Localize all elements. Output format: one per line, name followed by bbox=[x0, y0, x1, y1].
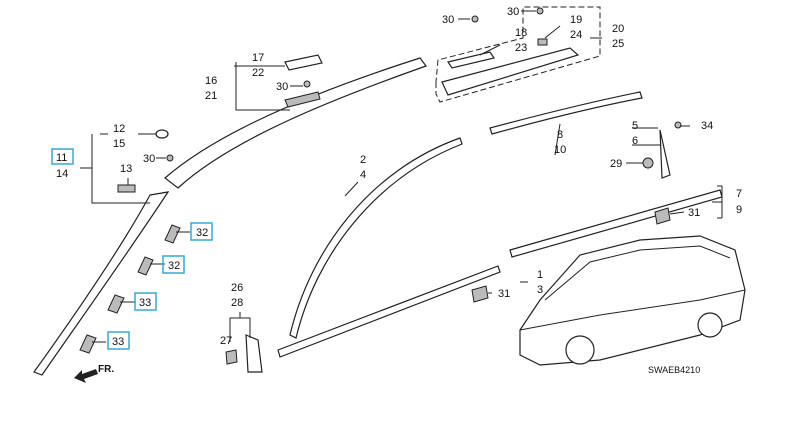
highlight-11 bbox=[51, 148, 74, 165]
door-visor-molding[interactable] bbox=[289, 137, 463, 339]
label-10: 10 bbox=[554, 144, 566, 156]
highlight-32b bbox=[162, 255, 185, 274]
label-5: 5 bbox=[632, 120, 638, 132]
label-6: 6 bbox=[632, 135, 638, 147]
clip-31a[interactable] bbox=[654, 207, 671, 225]
front-arrow-icon bbox=[74, 369, 98, 383]
label-3: 3 bbox=[537, 284, 543, 296]
label-25: 25 bbox=[612, 38, 624, 50]
front-direction-label: FR. bbox=[98, 364, 114, 375]
end-cap-17[interactable] bbox=[284, 54, 323, 71]
clip-31b[interactable] bbox=[471, 285, 489, 303]
pillar-clip-13[interactable] bbox=[117, 184, 136, 193]
label-31: 31 bbox=[498, 288, 510, 300]
label-14: 14 bbox=[56, 168, 68, 180]
label-24: 24 bbox=[570, 29, 582, 41]
label-23: 23 bbox=[515, 42, 527, 54]
label-32[interactable]: 32 bbox=[196, 227, 208, 239]
roof-rail-part[interactable] bbox=[164, 57, 427, 189]
label-1: 1 bbox=[537, 269, 543, 281]
label-30: 30 bbox=[143, 153, 155, 165]
nut-30d[interactable] bbox=[166, 154, 174, 162]
clip-32b[interactable] bbox=[137, 256, 154, 276]
clip-27[interactable] bbox=[225, 349, 238, 365]
clip-33a[interactable] bbox=[107, 294, 125, 314]
label-30: 30 bbox=[442, 14, 454, 26]
vehicle-illustration bbox=[519, 235, 746, 366]
label-2: 2 bbox=[360, 154, 366, 166]
label-30: 30 bbox=[507, 6, 519, 18]
label-33[interactable]: 33 bbox=[139, 297, 151, 309]
front-pillar-molding[interactable] bbox=[33, 191, 170, 376]
label-19: 19 bbox=[570, 14, 582, 26]
label-18: 18 bbox=[515, 27, 527, 39]
highlight-33a bbox=[134, 292, 157, 311]
label-17: 17 bbox=[252, 52, 264, 64]
label-32[interactable]: 32 bbox=[168, 260, 180, 272]
label-21: 21 bbox=[205, 90, 217, 102]
diagram-code: SWAEB4210 bbox=[648, 365, 700, 375]
roof-rail-cover bbox=[284, 91, 321, 108]
label-16: 16 bbox=[205, 75, 217, 87]
nut-30b[interactable] bbox=[536, 7, 544, 15]
clip-33b[interactable] bbox=[79, 334, 97, 354]
label-9: 9 bbox=[736, 204, 742, 216]
roof-rack-rear-part[interactable] bbox=[441, 47, 580, 96]
label-31: 31 bbox=[688, 207, 700, 219]
garnish-5[interactable] bbox=[659, 129, 671, 179]
label-8: 8 bbox=[557, 129, 563, 141]
label-7: 7 bbox=[736, 188, 742, 200]
cover-18[interactable] bbox=[447, 51, 495, 69]
lower-molding-front[interactable] bbox=[277, 265, 501, 358]
label-12: 12 bbox=[113, 123, 125, 135]
label-26: 26 bbox=[231, 282, 243, 294]
garnish-26[interactable] bbox=[245, 334, 263, 373]
cap-12[interactable] bbox=[155, 129, 169, 139]
label-33[interactable]: 33 bbox=[112, 336, 124, 348]
label-4: 4 bbox=[360, 169, 366, 181]
cap-19[interactable] bbox=[537, 38, 548, 46]
highlight-32a bbox=[190, 222, 213, 241]
label-27: 27 bbox=[220, 335, 232, 347]
nut-30a[interactable] bbox=[471, 15, 479, 23]
clip-32a[interactable] bbox=[164, 224, 181, 244]
label-34: 34 bbox=[701, 120, 713, 132]
screw-34[interactable] bbox=[674, 121, 682, 129]
label-22: 22 bbox=[252, 67, 264, 79]
label-30: 30 bbox=[276, 81, 288, 93]
nut-30c[interactable] bbox=[303, 80, 311, 88]
label-15: 15 bbox=[113, 138, 125, 150]
clip-29[interactable] bbox=[642, 157, 654, 169]
label-20: 20 bbox=[612, 23, 624, 35]
label-13: 13 bbox=[120, 163, 132, 175]
highlight-33b bbox=[107, 331, 130, 350]
label-29: 29 bbox=[610, 158, 622, 170]
label-11[interactable]: 11 bbox=[56, 152, 67, 164]
label-28: 28 bbox=[231, 297, 243, 309]
roof-molding[interactable] bbox=[489, 91, 643, 135]
